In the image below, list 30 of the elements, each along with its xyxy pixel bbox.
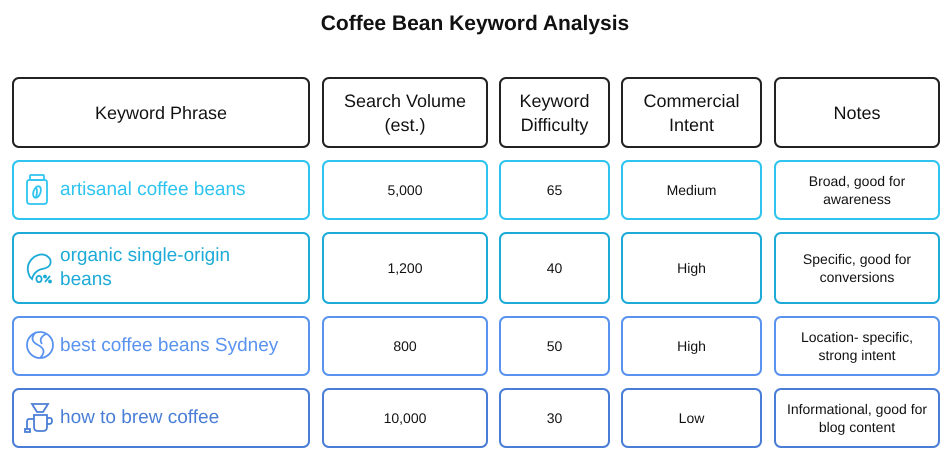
value-card: 30 [499,388,610,448]
column-header: Search Volume (est.) [322,77,488,148]
value-card: 10,000 [322,388,488,448]
keyword-card [12,232,310,304]
notes-card: Specific, good for conversions [774,232,940,304]
diagram-title: Coffee Bean Keyword Analysis [320,12,630,36]
keyword-phrase: organic single-origin beans [60,244,232,292]
value-card: 65 [499,160,610,220]
value-card: High [621,316,762,376]
value-card: 5,000 [322,160,488,220]
value-card: Low [621,388,762,448]
column-header: Keyword Difficulty [499,77,610,148]
value-card: High [621,232,762,304]
notes-card: Broad, good for awareness [774,160,940,220]
notes-card: Informational, good for blog content [774,388,940,448]
value-card: 40 [499,232,610,304]
value-card: 1,200 [322,232,488,304]
value-card: 50 [499,316,610,376]
keyword-phrase: how to brew coffee [60,406,220,430]
keyword-card [12,316,310,376]
column-header: Keyword Phrase [12,77,310,148]
notes-card: Location- specific, strong intent [774,316,940,376]
keyword-card [12,160,310,220]
keyword-card [12,388,310,448]
column-header: Notes [774,77,940,148]
value-card: 800 [322,316,488,376]
keyword-phrase: artisanal coffee beans [60,178,246,202]
value-card: Medium [621,160,762,220]
keyword-phrase: best coffee beans Sydney [60,334,278,358]
column-header: Commercial Intent [621,77,762,148]
